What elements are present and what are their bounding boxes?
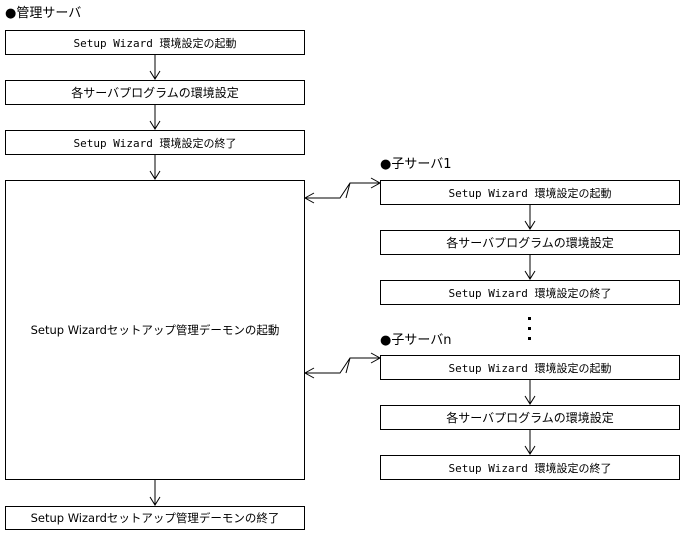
- ellipsis-dots: [528, 317, 531, 340]
- daemon-start-box: Setup Wizardセットアップ管理デーモンの起動: [5, 180, 305, 480]
- main-step-end: Setup Wizard 環境設定の終了: [5, 130, 305, 155]
- daemon-end-box: Setup Wizardセットアップ管理デーモンの終了: [5, 506, 305, 530]
- arrowhead: [149, 120, 161, 130]
- childn-step-config: 各サーバプログラムの環境設定: [380, 405, 680, 430]
- arrowhead: [149, 170, 161, 180]
- arrowhead: [524, 220, 536, 230]
- main-step-start: Setup Wizard 環境設定の起動: [5, 30, 305, 55]
- main-step-config: 各サーバプログラムの環境設定: [5, 80, 305, 105]
- child1-step-start: Setup Wizard 環境設定の起動: [380, 180, 680, 205]
- arrowhead: [303, 367, 315, 379]
- arrowhead: [524, 395, 536, 405]
- child1-step-end: Setup Wizard 環境設定の終了: [380, 280, 680, 305]
- childn-label: ●子サーバn: [380, 333, 452, 348]
- main-server-label: ●管理サーバ: [5, 6, 82, 21]
- arrowhead: [303, 192, 315, 204]
- arrowhead: [149, 496, 161, 506]
- comm-link-childn: [305, 357, 380, 374]
- arrowhead: [149, 70, 161, 80]
- child1-label: ●子サーバ1: [380, 157, 452, 172]
- childn-step-end: Setup Wizard 環境設定の終了: [380, 455, 680, 480]
- arrowhead: [524, 445, 536, 455]
- childn-step-start: Setup Wizard 環境設定の起動: [380, 355, 680, 380]
- arrowhead: [524, 270, 536, 280]
- comm-link-child1: [305, 182, 380, 199]
- child1-step-config: 各サーバプログラムの環境設定: [380, 230, 680, 255]
